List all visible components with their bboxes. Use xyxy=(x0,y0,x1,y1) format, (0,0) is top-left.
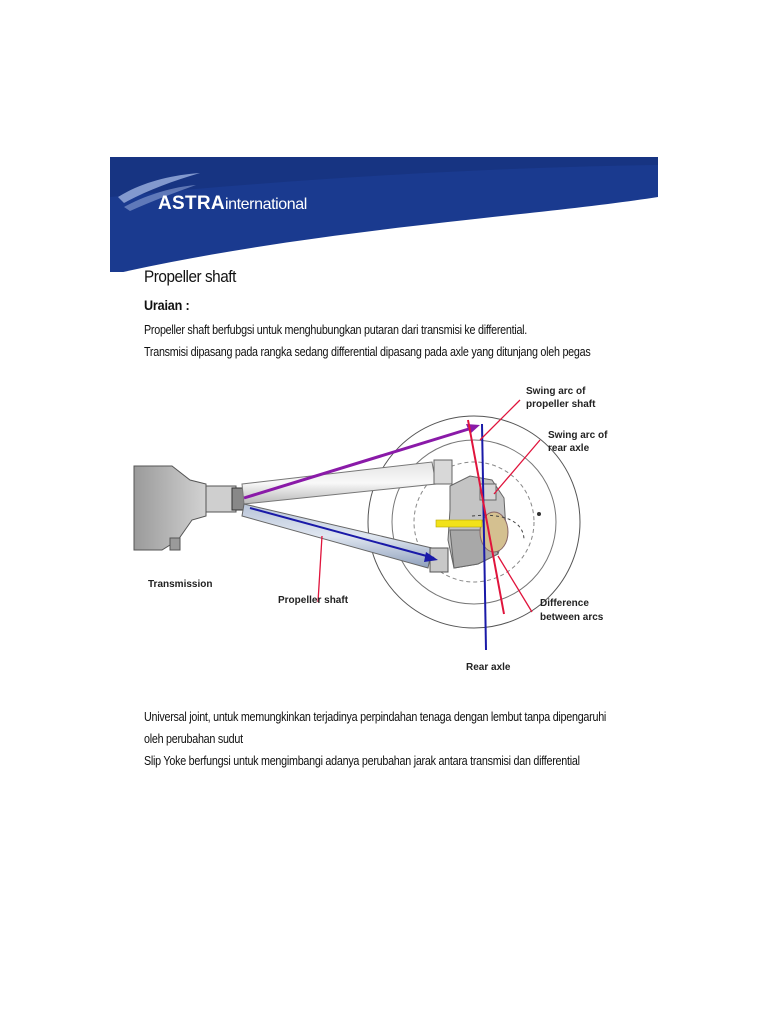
label-pointers xyxy=(317,399,541,613)
description-line-1: Propeller shaft berfubgsi untuk menghubu… xyxy=(144,323,528,337)
label-difference-1: Difference xyxy=(540,598,589,609)
transmission-housing xyxy=(133,465,245,551)
brand-logo: ASTRAinternational xyxy=(158,193,307,215)
label-transmission: Transmission xyxy=(148,579,212,590)
label-swing-arc-propeller-1: Swing arc of xyxy=(526,386,586,397)
page-title: Propeller shaft xyxy=(144,267,236,286)
propeller-shaft-diagram: Swing arc of propeller shaft Swing arc o… xyxy=(133,386,608,673)
footer-line-3: Slip Yoke berfungsi untuk mengimbangi ad… xyxy=(144,754,580,768)
upper-propeller-shaft xyxy=(241,459,453,505)
label-difference-2: between arcs xyxy=(540,612,604,623)
label-swing-arc-axle-2: rear axle xyxy=(548,443,590,454)
section-heading: Uraian : xyxy=(144,297,190,313)
label-propeller-shaft: Propeller shaft xyxy=(278,595,349,606)
brand-name: ASTRA xyxy=(158,193,225,214)
footer-line-2: oleh perubahan sudut xyxy=(144,732,243,746)
brand-suffix: international xyxy=(224,196,307,213)
footer-line-1: Universal joint, untuk memungkinkan terj… xyxy=(144,710,607,724)
slide: ASTRAinternational Propeller shaft Uraia… xyxy=(110,157,658,797)
header-banner xyxy=(110,157,658,272)
label-swing-arc-axle-1: Swing arc of xyxy=(548,430,608,441)
red-swing-line xyxy=(467,419,505,615)
astra-logo-swoosh-icon xyxy=(118,173,200,211)
label-swing-arc-propeller-2: propeller shaft xyxy=(526,399,596,410)
description-line-2: Transmisi dipasang pada rangka sedang di… xyxy=(144,345,591,359)
swing-arc-circles xyxy=(367,415,581,629)
blue-arrow xyxy=(249,423,487,651)
label-rear-axle: Rear axle xyxy=(466,662,511,673)
axle-shaft-highlight xyxy=(435,519,483,528)
